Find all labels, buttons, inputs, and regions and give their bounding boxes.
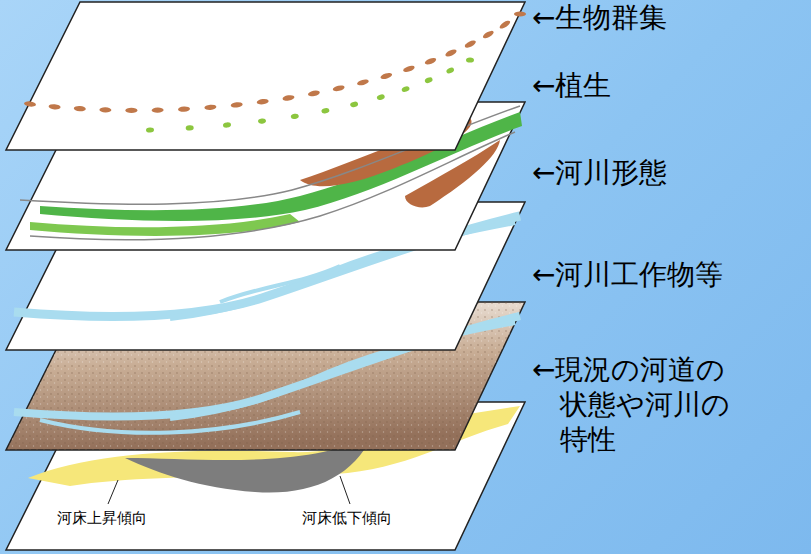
biota-mark bbox=[444, 48, 457, 58]
biota-mark bbox=[308, 90, 321, 97]
biota-mark bbox=[402, 65, 415, 74]
biota-mark bbox=[356, 78, 369, 86]
layer-label: ←現況の河道の状態や河川の特性 bbox=[532, 352, 734, 457]
vegetation-patch bbox=[30, 214, 300, 236]
biota-mark bbox=[282, 94, 295, 101]
biota-mark bbox=[466, 57, 474, 62]
biota-marks bbox=[24, 11, 526, 132]
stream bbox=[220, 266, 340, 302]
biota-mark bbox=[350, 101, 359, 108]
layer-label: ←河川形態 bbox=[532, 155, 667, 191]
leader-line bbox=[108, 480, 118, 504]
biota-mark bbox=[464, 39, 477, 49]
biota-mark bbox=[125, 108, 137, 113]
biota-mark bbox=[514, 11, 526, 16]
biota-mark bbox=[152, 107, 164, 113]
biota-mark bbox=[332, 84, 345, 92]
layer-plate bbox=[6, 2, 525, 150]
biota-mark bbox=[186, 125, 194, 131]
biota-mark bbox=[48, 104, 60, 110]
trend-label: 河床低下傾向 bbox=[300, 508, 394, 528]
biota-mark bbox=[424, 57, 437, 66]
biota-mark bbox=[24, 101, 37, 108]
leader-line bbox=[340, 476, 350, 504]
biota-mark bbox=[178, 106, 190, 112]
biota-mark bbox=[424, 76, 433, 84]
biota-mark bbox=[99, 107, 111, 113]
biota-mark bbox=[380, 72, 393, 80]
biota-layer bbox=[6, 2, 526, 150]
biota-mark bbox=[223, 122, 231, 128]
biota-mark bbox=[74, 106, 86, 112]
stream bbox=[40, 412, 300, 433]
biota-mark bbox=[321, 107, 330, 114]
biota-mark bbox=[401, 85, 410, 93]
layer-label: ←生物群集 bbox=[532, 0, 667, 36]
layer-label: ←植生 bbox=[532, 68, 611, 104]
trend-label: 河床上昇傾向 bbox=[55, 508, 149, 528]
biota-mark bbox=[290, 113, 299, 119]
biota-mark bbox=[482, 29, 495, 39]
layer-label: ←河川工作物等 bbox=[532, 257, 723, 293]
biota-mark bbox=[146, 127, 154, 133]
biota-mark bbox=[498, 19, 511, 30]
biota-mark bbox=[445, 66, 454, 74]
biota-mark bbox=[256, 98, 269, 105]
biota-mark bbox=[204, 104, 216, 110]
biota-mark bbox=[376, 94, 385, 101]
biota-mark bbox=[230, 102, 242, 108]
biota-mark bbox=[258, 118, 267, 124]
